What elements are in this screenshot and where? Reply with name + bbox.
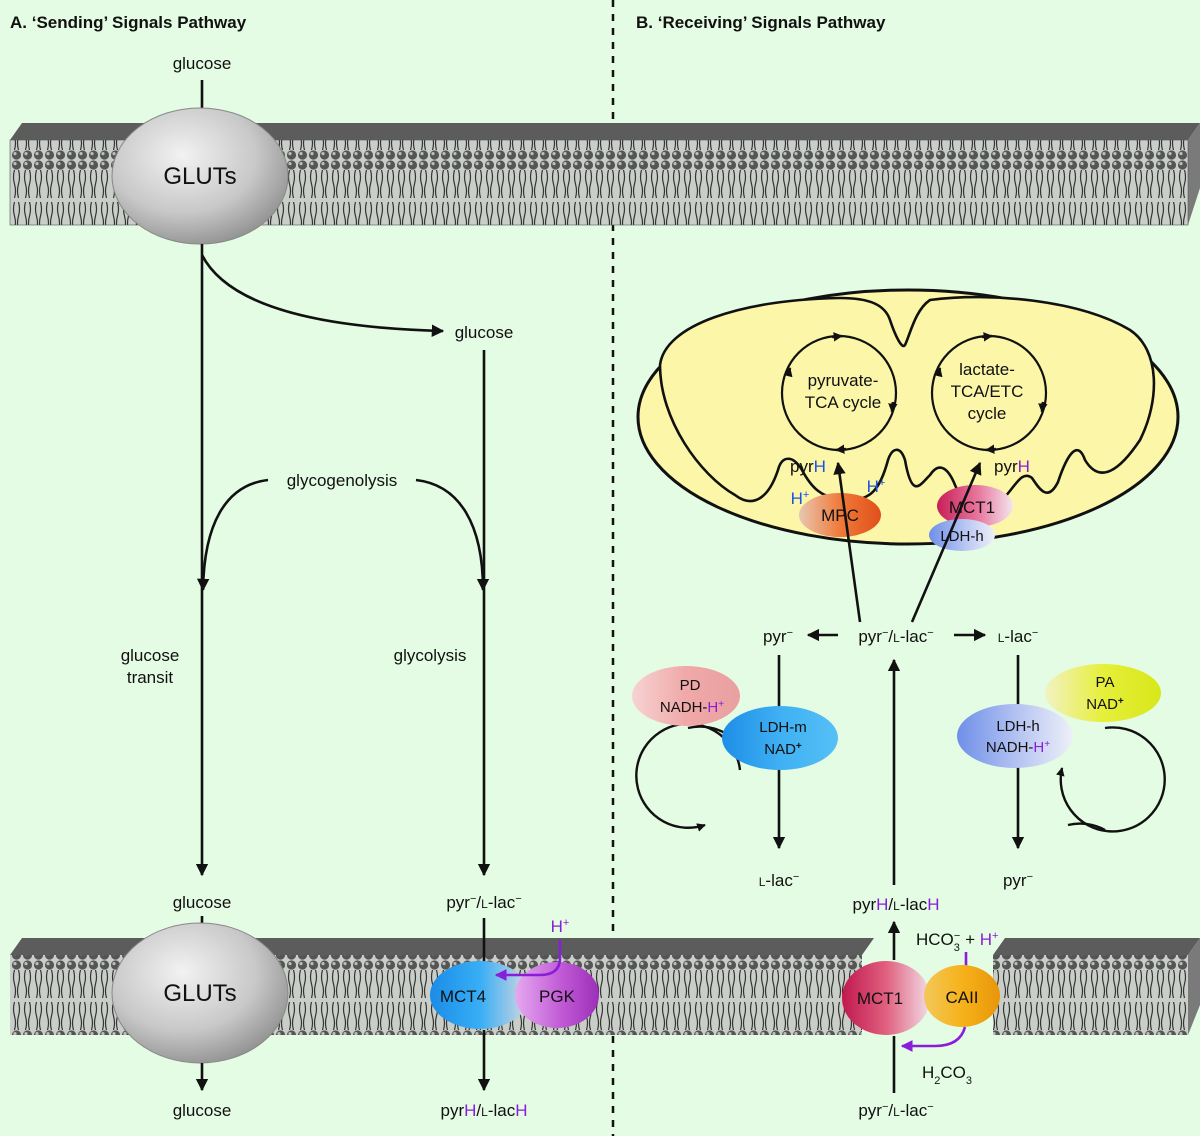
ldh-m-label: LDH-m (759, 719, 807, 736)
nadh-right-label: NADH-H+ (986, 739, 1050, 757)
mct1-mito-label: MCT1 (949, 498, 995, 517)
glycogenolysis-right-arrow (415, 478, 490, 592)
glucose-branch-arrow (200, 254, 445, 337)
pyrh-lach-receiving: pyrH/L-lacH (852, 895, 939, 914)
ldh-h-enzyme (957, 704, 1073, 768)
pa-enzyme (1045, 664, 1161, 722)
pyrh-lach-sending-out: pyrH/L-lacH (440, 1101, 527, 1120)
glucose-transit-line2: transit (127, 668, 174, 687)
nad-right-label: NAD+ (1086, 696, 1124, 714)
ldh-h-label: LDH-h (996, 718, 1039, 735)
proton-right-mito: H+ (867, 477, 886, 496)
lactate-tca-line3: cycle (968, 404, 1007, 423)
proton-sending: H+ (551, 917, 570, 936)
pgk-enzyme (515, 962, 599, 1028)
caii-label: CAII (945, 988, 978, 1007)
mitochondrion-inner-membrane (658, 295, 1156, 503)
pyrh-left-mito: pyrH (790, 457, 826, 476)
nadh-left-label: NADH-H+ (660, 699, 724, 717)
pd-enzyme (632, 666, 740, 726)
to-mct1-mito-arrow (910, 461, 982, 623)
pgk-label: PGK (539, 987, 576, 1006)
mct4-label: MCT4 (440, 987, 486, 1006)
lactate-tca-line2: TCA/ETC (951, 382, 1024, 401)
mpc-transporter (799, 493, 881, 537)
gluts-bottom-label: GLUTs (163, 980, 236, 1007)
mct1-membrane-transporter (842, 961, 930, 1035)
bottom-membrane-right-a (580, 938, 874, 1035)
pyr-lac-center: pyr−/L-lac− (858, 627, 933, 646)
mct1-membrane-label: MCT1 (857, 989, 903, 1008)
pa-label: PA (1096, 674, 1115, 691)
lac-bottom-label: L-lac− (759, 871, 800, 890)
h2co3-transfer-arrow (900, 1026, 967, 1052)
nad-left-label: NAD+ (764, 741, 802, 759)
pyruvate-tca-line1: pyruvate- (808, 371, 879, 390)
glycogenolysis-left-arrow (196, 478, 269, 592)
lactate-tca-line1: lactate- (959, 360, 1015, 379)
pyruvate-tca-line2: TCA cycle (805, 393, 882, 412)
pyr-bottom-label: pyr− (1003, 871, 1033, 890)
glucose-branch-label: glucose (455, 323, 514, 342)
mpc-label: MPC (821, 506, 859, 525)
gluts-bottom-transporter (111, 922, 289, 1064)
panel-a-title: A. ‘Sending’ Signals Pathway (10, 13, 247, 32)
gluts-top-label: GLUTs (163, 163, 236, 190)
pyrh-right-mito: pyrH (994, 457, 1030, 476)
h2co3-label: H2CO3 (922, 1063, 972, 1087)
proton-transfer-arrow (494, 940, 562, 981)
glucose-out-label: glucose (173, 1101, 232, 1120)
caii-enzyme (924, 965, 1000, 1027)
panel-b-title: B. ‘Receiving’ Signals Pathway (636, 13, 886, 32)
glucose-mid-label: glucose (173, 893, 232, 912)
hco3-plus-proton: HCO3− + H+ (916, 930, 998, 954)
gluts-top-transporter (111, 107, 289, 245)
glucose-top-label: glucose (173, 54, 232, 73)
pyr-lac-sending-in: pyr−/L-lac− (446, 893, 521, 912)
lac-right-label: L-lac− (998, 627, 1039, 646)
glucose-transit-line1: glucose (121, 646, 180, 665)
ldh-m-enzyme (722, 706, 838, 770)
glycolysis-label: glycolysis (394, 646, 467, 665)
right-cofactor-cycle (1056, 726, 1166, 833)
proton-left-mito: H+ (791, 489, 810, 508)
to-mpc-arrow (833, 461, 862, 623)
pd-label: PD (680, 677, 701, 694)
pyr-left-label: pyr− (763, 627, 793, 646)
pyr-lac-receiving-bottom: pyr−/L-lac− (858, 1101, 933, 1120)
glycogenolysis-label: glycogenolysis (287, 471, 398, 490)
bottom-membrane-right-b (993, 938, 1200, 1035)
